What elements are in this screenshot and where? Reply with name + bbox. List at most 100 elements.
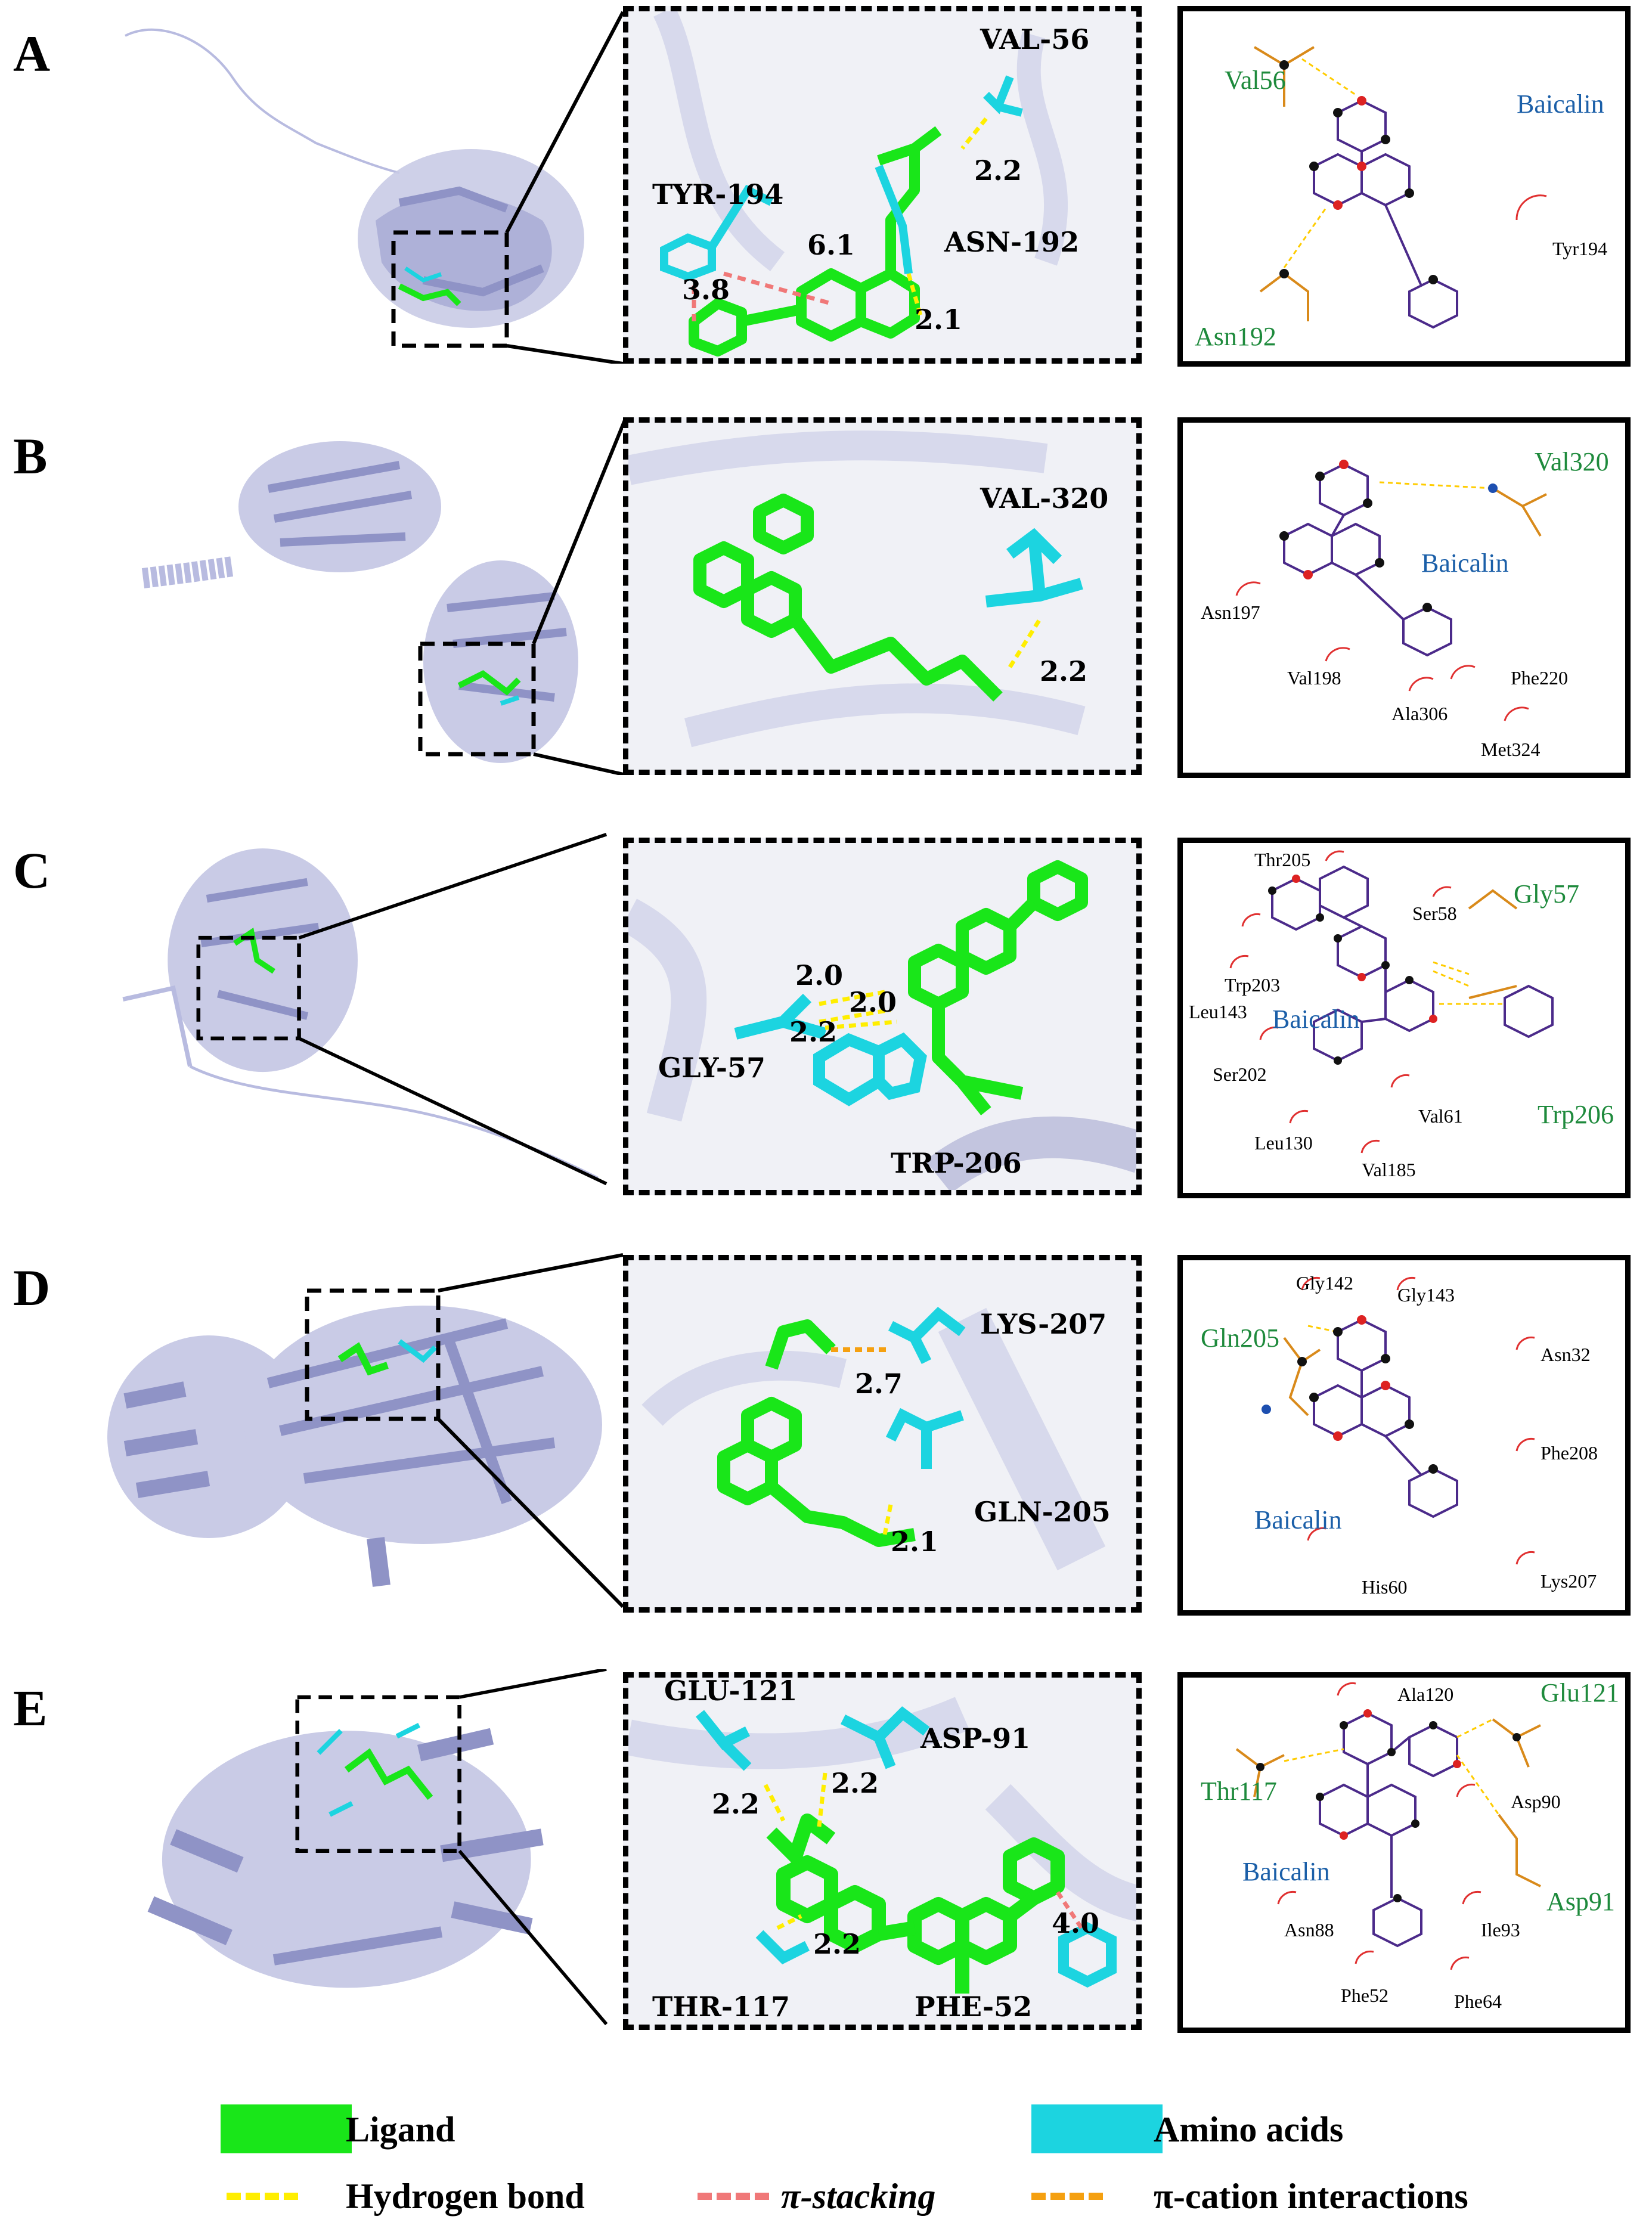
residue-label: LYS-207 — [980, 1308, 1107, 1340]
distance-label: 4.0 — [1052, 1907, 1100, 1939]
amino-acids-swatch — [1031, 2104, 1163, 2153]
distance-label: 2.2 — [789, 1016, 838, 1048]
ligand-name: Baicalin — [1254, 1505, 1342, 1535]
distance-label: 2.1 — [915, 303, 963, 336]
hydrogen-bond-line — [227, 2193, 298, 2200]
bound-ligand — [317, 1722, 433, 1817]
hydrophobic-residue: Asn88 — [1284, 1919, 1334, 1940]
distance-label: 2.1 — [891, 1526, 939, 1558]
ligplot-diagram: Val320 Baicalin Asn197 Val198 Phe220 Ala… — [1177, 417, 1631, 778]
residue-label: ASP-91 — [920, 1722, 1031, 1754]
hbond-residue: Val320 — [1535, 447, 1609, 476]
bound-ligand — [398, 266, 461, 306]
residue-label: VAL-56 — [980, 23, 1090, 55]
hydrophobic-residue: His60 — [1362, 1576, 1408, 1598]
distance-label: 2.0 — [795, 959, 844, 991]
panel-letter: B — [13, 427, 48, 485]
hbond-residue: Asn192 — [1195, 322, 1276, 351]
hydrophobic-residue: Gly142 — [1296, 1272, 1353, 1294]
legend-ligand-label: Ligand — [346, 2110, 455, 2149]
hydrophobic-residue: Ala120 — [1397, 1684, 1454, 1705]
residue-label: GLN-205 — [974, 1496, 1111, 1528]
hydrophobic-residue: Met324 — [1481, 739, 1541, 760]
hydrophobic-residue: Phe220 — [1511, 667, 1568, 689]
hydrophobic-residue: Asn197 — [1201, 602, 1260, 623]
protein-overview — [141, 417, 626, 775]
hbond-residue: Trp206 — [1538, 1100, 1614, 1129]
protein-overview — [147, 1669, 608, 2026]
panel-letter: C — [13, 842, 51, 899]
residue-label: PHE-52 — [915, 1991, 1033, 2023]
hbond-residue: Gln205 — [1201, 1323, 1279, 1353]
legend-amino-acids-label: Amino acids — [1154, 2110, 1344, 2149]
hydrophobic-residue: Thr205 — [1254, 849, 1311, 870]
residue-label: TYR-194 — [652, 178, 784, 210]
binding-site-closeup: LYS-207 GLN-205 2.7 2.1 — [623, 1255, 1142, 1613]
distance-label: 6.1 — [807, 229, 856, 261]
hbond-residue: Gly57 — [1514, 879, 1579, 909]
residue-label: GLY-57 — [658, 1052, 766, 1084]
bound-ligand — [457, 670, 521, 706]
protein-overview — [122, 833, 608, 1186]
distance-label: 3.8 — [682, 274, 730, 306]
hydrophobic-residue: Lys207 — [1541, 1570, 1597, 1592]
hydrophobic-residue: Tyr194 — [1552, 238, 1607, 259]
distance-label: 2.2 — [831, 1767, 879, 1799]
hydrophobic-residue: Phe208 — [1541, 1442, 1598, 1464]
panel-letter: E — [13, 1679, 48, 1737]
hydrophobic-residue: Val198 — [1287, 667, 1341, 689]
hydrophobic-residue: Asn32 — [1541, 1344, 1591, 1365]
hydrophobic-residue: Gly143 — [1397, 1284, 1455, 1306]
hydrophobic-residue: Phe64 — [1454, 1991, 1502, 2012]
binding-site-closeup: GLY-57 TRP-206 2.0 2.0 2.2 — [623, 838, 1142, 1195]
distance-label: 2.2 — [813, 1928, 861, 1960]
ligplot-diagram: Ala120 Glu121 Thr117 Asp90 Baicalin Asp9… — [1177, 1672, 1631, 2033]
protein-overview — [107, 1253, 625, 1608]
ligand-name: Baicalin — [1272, 1005, 1360, 1034]
residue-label: THR-117 — [652, 1991, 791, 2023]
protein-overview — [125, 11, 625, 364]
distance-label: 2.0 — [849, 986, 897, 1018]
distance-label: 2.2 — [974, 154, 1022, 187]
pi-stacking-line — [698, 2193, 769, 2200]
hydrophobic-residue: Trp203 — [1225, 974, 1281, 996]
ligand-name: Baicalin — [1421, 548, 1509, 578]
hydrophobic-residue: Val61 — [1418, 1105, 1463, 1127]
bound-ligand — [337, 1339, 438, 1376]
ligplot-diagram: Val56 Asn192 Baicalin Tyr194 — [1177, 6, 1631, 367]
ligplot-diagram: Thr205 Ser58 Gly57 Trp203 Leu143 Baicali… — [1177, 838, 1631, 1198]
distance-label: 2.7 — [855, 1368, 903, 1400]
residue-label: VAL-320 — [980, 482, 1109, 514]
residue-label: GLU-121 — [664, 1675, 798, 1707]
hbond-residue: Glu121 — [1541, 1678, 1619, 1707]
hbond-residue: Thr117 — [1201, 1777, 1277, 1806]
hydrophobic-residue: Leu143 — [1189, 1001, 1247, 1022]
binding-site-closeup: GLU-121 ASP-91 THR-117 PHE-52 2.2 2.2 2.… — [623, 1672, 1142, 2030]
legend-pi-cation-label: π-cation interactions — [1154, 2177, 1468, 2216]
hydrophobic-residue: Phe52 — [1341, 1985, 1388, 2006]
hydrophobic-residue: Leu130 — [1254, 1132, 1313, 1154]
ligand-name: Baicalin — [1517, 89, 1604, 119]
hydrophobic-residue: Ser58 — [1412, 903, 1457, 924]
hydrophobic-residue: Ile93 — [1481, 1919, 1520, 1940]
pi-cation-line — [1031, 2193, 1103, 2200]
residue-label: ASN-192 — [944, 226, 1080, 258]
distance-label: 2.2 — [1040, 655, 1088, 687]
legend-hydrogen-bond-label: Hydrogen bond — [346, 2177, 585, 2216]
ligplot-diagram: Gly142 Gly143 Gln205 Asn32 Phe208 Baical… — [1177, 1255, 1631, 1616]
distance-label: 2.2 — [712, 1788, 760, 1820]
binding-site-closeup: VAL-320 2.2 — [623, 417, 1142, 775]
ligand-name: Baicalin — [1242, 1857, 1330, 1886]
hydrophobic-residue: Ala306 — [1391, 703, 1448, 724]
hbond-residue: Asp91 — [1546, 1887, 1615, 1916]
hydrophobic-residue: Val185 — [1362, 1159, 1416, 1180]
binding-site-closeup: VAL-56 TYR-194 ASN-192 2.2 6.1 3.8 2.1 — [623, 6, 1142, 364]
residue-label: TRP-206 — [891, 1147, 1022, 1179]
legend-pi-stacking-label: π-stacking — [781, 2177, 936, 2216]
panel-letter: D — [13, 1259, 51, 1316]
hydrophobic-residue: Asp90 — [1511, 1791, 1561, 1812]
hbond-residue: Val56 — [1225, 66, 1286, 95]
hydrophobic-residue: Ser202 — [1213, 1064, 1267, 1085]
ligand-swatch — [221, 2104, 352, 2153]
panel-letter: A — [13, 25, 51, 82]
